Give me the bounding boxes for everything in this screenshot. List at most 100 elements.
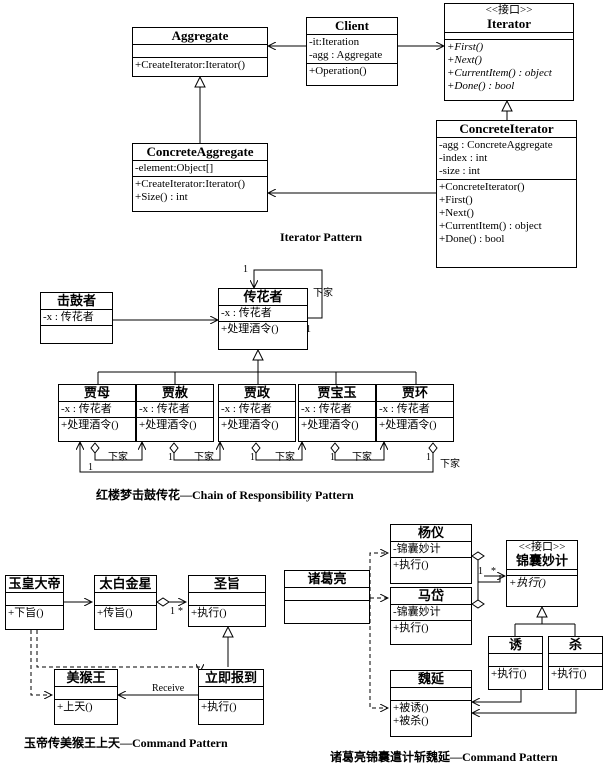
taibai-aggregation-diamond	[156, 597, 170, 607]
operations-section: +Operation()	[307, 63, 397, 79]
multiplicity-label: 1	[478, 566, 483, 577]
attributes-section	[133, 44, 267, 57]
class-name: 立即报到	[204, 670, 257, 685]
class-name: 杨仪	[417, 525, 444, 540]
operations-section: +处理酒令()	[59, 417, 135, 433]
taibai-class: 太白金星 +传旨()	[94, 575, 157, 630]
zhuge-to-weiyan	[369, 598, 388, 708]
attributes-section	[391, 687, 471, 700]
receive-label: Receive	[152, 683, 185, 694]
handler-jiabaoyu: 贾宝玉 -x : 传花者 +处理酒令()	[298, 384, 376, 442]
stereotype: <<接口>>	[485, 4, 533, 16]
attributes-section: -x : 传花者	[59, 401, 135, 417]
attributes-section	[507, 569, 577, 575]
multiplicity-label: 1	[250, 452, 255, 463]
handler-next-label: 下家	[194, 452, 214, 463]
command1-caption: 玉帝传美猴王上天—Command Pattern	[24, 736, 228, 750]
operations-section: +执行()	[391, 620, 471, 636]
weiyan-class: 魏延 +被诱() +被杀()	[390, 670, 472, 737]
edict-class: 圣旨 +执行()	[188, 575, 266, 627]
multiplicity-label: *	[178, 606, 183, 617]
chain-caption: 红楼梦击鼓传花—Chain of Responsibility Pattern	[96, 488, 354, 502]
class-name: 贾环	[401, 385, 428, 400]
passer-next-label: 下家	[313, 288, 333, 299]
class-name: 贾赦	[161, 385, 188, 400]
class-name: 玉皇大帝	[8, 576, 61, 591]
operations-section: +执行()	[391, 557, 471, 573]
operations-section: +处理酒令()	[219, 321, 307, 337]
madai-class: 马岱 -锦囊妙计 +执行()	[390, 587, 472, 645]
operations-section: +传旨()	[95, 605, 156, 621]
class-name: Iterator	[486, 16, 532, 31]
multiplicity-label: 1	[243, 264, 248, 275]
attributes-section	[285, 587, 369, 600]
drummer-class: 击鼓者 -x : 传花者	[40, 292, 113, 344]
operations-section: +被诱() +被杀()	[391, 700, 471, 729]
iterator-implementation-triangle	[501, 99, 513, 112]
operations-section: +处理酒令()	[137, 417, 213, 433]
yangyi-class: 杨仪 -锦囊妙计 +执行()	[390, 524, 472, 584]
iterator-caption: Iterator Pattern	[280, 230, 363, 244]
attributes-section	[6, 592, 63, 605]
class-name: 传花者	[243, 289, 283, 304]
class-name: 击鼓者	[56, 293, 96, 308]
operations-section	[41, 325, 112, 338]
operations-section: +执行()	[189, 605, 265, 621]
operations-section: +ConcreteIterator() +First() +Next() +Cu…	[437, 179, 576, 247]
attributes-section: -x : 传花者	[219, 401, 295, 417]
attributes-section: -锦囊妙计	[391, 604, 471, 620]
class-name: 诱	[508, 637, 522, 652]
edict-generalization-triangle	[222, 625, 234, 638]
class-name: 贾政	[243, 385, 270, 400]
attributes-section: -x : 传花者	[377, 401, 453, 417]
operations-section: +执行()	[199, 699, 263, 715]
handler-jiahuan: 贾环 -x : 传花者 +处理酒令()	[376, 384, 454, 442]
multiplicity-label: 1	[168, 452, 173, 463]
kill-class: 杀 +执行()	[548, 636, 603, 690]
madai-aggregation-diamond	[471, 599, 485, 609]
concreteiterator-class: ConcreteIterator -agg : ConcreteAggregat…	[436, 120, 577, 268]
client-class: Client -it:Iteration -agg : Aggregate +O…	[306, 17, 398, 86]
handler-jiashe: 贾赦 -x : 传花者 +处理酒令()	[136, 384, 214, 442]
jiahuan-next-link	[80, 442, 434, 473]
attributes-section: -x : 传花者	[137, 401, 213, 417]
class-name: 圣旨	[213, 576, 240, 591]
stereotype: <<接口>>	[518, 541, 566, 553]
attributes-section	[189, 592, 265, 605]
emperor-to-report-dependency	[36, 630, 200, 672]
attributes-section: -锦囊妙计	[391, 541, 471, 557]
class-name: 美猴王	[66, 670, 106, 685]
operations-section: +执行()	[507, 575, 577, 591]
operations-section: +上天()	[55, 699, 117, 715]
class-name: ConcreteAggregate	[146, 144, 254, 159]
command2-caption: 诸葛亮锦囊遣计斩魏延—Command Pattern	[330, 750, 558, 764]
handler-next-label: 下家	[352, 452, 372, 463]
operations-section: +CreateIterator:Iterator() +Size() : int	[133, 176, 267, 205]
handler-diamonds	[90, 442, 438, 454]
attributes-section	[55, 686, 117, 699]
attributes-section	[549, 653, 602, 666]
operations-section: +First() +Next() +CurrentItem() : object…	[445, 39, 573, 94]
chain-generalization-triangle	[252, 348, 264, 361]
concreteaggregate-class: ConcreteAggregate -element:Object[] +Cre…	[132, 143, 268, 212]
zhuge-class: 诸葛亮	[284, 570, 370, 624]
class-name: Aggregate	[171, 28, 229, 43]
passer-self-association	[254, 269, 323, 319]
emperor-class: 玉皇大帝 +下旨()	[5, 575, 64, 630]
multiplicity-label: 1	[426, 452, 431, 463]
attributes-section: -agg : ConcreteAggregate -index : int -s…	[437, 137, 576, 179]
attributes-section	[199, 686, 263, 699]
handler-next-label: 下家	[108, 452, 128, 463]
kill-to-weiyan	[472, 690, 577, 713]
lure-to-weiyan	[472, 690, 522, 702]
class-name: 太白金星	[99, 576, 152, 591]
attributes-section: -x : 传花者	[299, 401, 375, 417]
attributes-section: -element:Object[]	[133, 160, 267, 176]
iterator-interface: <<接口>> Iterator +First() +Next() +Curren…	[444, 3, 574, 101]
multiplicity-label: 1	[330, 452, 335, 463]
attributes-section: -it:Iteration -agg : Aggregate	[307, 34, 397, 63]
lure-class: 诱 +执行()	[488, 636, 543, 690]
attributes-section: -x : 传花者	[41, 309, 112, 325]
operations-section: +CreateIterator:Iterator()	[133, 57, 267, 73]
operations-section: +执行()	[489, 666, 542, 682]
